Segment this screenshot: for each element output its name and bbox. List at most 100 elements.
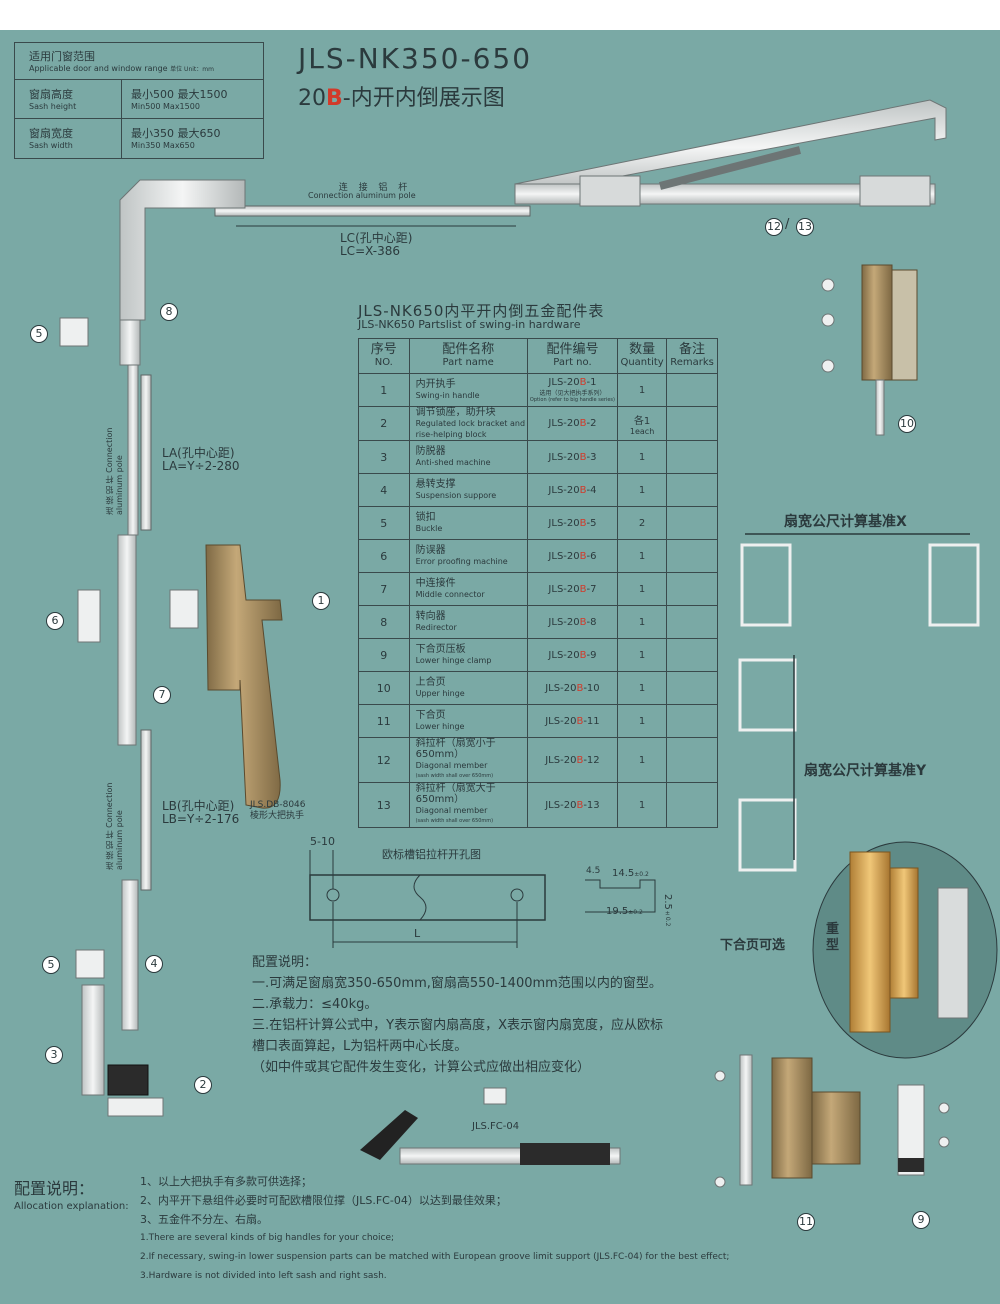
- callout-5-upper: 5: [30, 325, 48, 343]
- part-number: JLS-20B-8: [526, 605, 619, 639]
- allocation-en-1: 1.There are several kinds of big handles…: [140, 1233, 395, 1243]
- la-label: LA(孔中心距) LA=Y÷2-280: [162, 447, 239, 473]
- profile-sections: [738, 533, 980, 872]
- height-label-cn: 窗扇高度: [29, 88, 73, 101]
- callout-11: 11: [797, 1213, 815, 1231]
- part-number: JLS-20B-11: [526, 704, 619, 738]
- error-proofing-machine: [77, 589, 101, 643]
- part-no: 2: [358, 406, 410, 441]
- suspension-support: [121, 879, 139, 1031]
- part-remarks: [666, 605, 718, 639]
- la-pole-label: 连 接 铝 杆 Connection aluminum pole: [105, 427, 124, 515]
- part-remarks: [666, 473, 718, 507]
- diagonal-arm: [514, 99, 947, 207]
- la-name: LA(孔中心距): [162, 446, 235, 460]
- groove-title: 欧标槽铝拉杆开孔图: [382, 848, 481, 861]
- config-line-2: 二.承载力：≤40kg。: [252, 997, 378, 1012]
- y-basis-label: 扇宽公尺计算基准Y: [804, 760, 927, 780]
- part-number: JLS-20B-5: [526, 506, 619, 540]
- upper-hinge-drawing: [821, 264, 918, 436]
- part-name: 斜拉杆（扇宽大于650mm）Diagonal member(sash width…: [408, 782, 528, 828]
- part-quantity: 1: [617, 782, 668, 828]
- part-remarks: [666, 406, 718, 441]
- groove-dim-4-5: 4.5: [586, 866, 601, 876]
- groove-dim-14-5: 14.5±0.2: [612, 868, 649, 879]
- callout-6: 6: [46, 612, 64, 630]
- handle-label: JLS.DB-8046 棱形大把执手: [250, 800, 306, 822]
- subtitle-suffix: -内开内倒展示图: [342, 86, 505, 111]
- config-line-1: 一.可满足窗扇宽350-650mm,窗扇高550-1400mm范围以内的窗型。: [252, 976, 662, 991]
- parts-table-title-en: JLS-NK650 Partslist of swing-in hardware: [358, 318, 581, 331]
- range-unit: 单位 Unit：mm: [170, 66, 214, 73]
- subtitle-red: B: [326, 86, 343, 111]
- handle-desc: 棱形大把执手: [250, 811, 305, 821]
- lower-hinge-drawing: [714, 1054, 861, 1188]
- allocation-en-3: 3.Hardware is not divided into left sash…: [140, 1271, 387, 1281]
- part-quantity: 1: [617, 605, 668, 639]
- config-notes: 配置说明： 一.可满足窗扇宽350-650mm,窗扇高550-1400mm范围以…: [252, 952, 663, 1078]
- part-remarks: [666, 373, 718, 407]
- la-connection-pole: [140, 374, 152, 531]
- height-value-cn: 最小500 最大1500: [131, 88, 228, 101]
- width-value-en: Min350 Max650: [131, 141, 195, 150]
- part-no: 8: [358, 605, 410, 639]
- callout-1: 1: [312, 592, 330, 610]
- top-pole-label-cn: 连 接 铝 杆: [338, 183, 412, 193]
- handle-model: JLS.DB-8046: [250, 800, 306, 810]
- limiter-drawing: [360, 1087, 621, 1165]
- top-pole-label-en: Connection aluminum pole: [308, 191, 416, 200]
- allocation-en-lines: 1.There are several kinds of big handles…: [140, 1229, 729, 1286]
- lb-name: LB(孔中心距): [162, 799, 235, 813]
- allocation-heading-cn: 配置说明：: [14, 1179, 95, 1198]
- range-row-width: 窗扇宽度 Sash width 最小350 最大650 Min350 Max65…: [15, 118, 263, 159]
- height-value-en: Min500 Max1500: [131, 102, 200, 111]
- height-label-en: Sash height: [29, 102, 77, 111]
- range-row-height: 窗扇高度 Sash height 最小500 最大1500 Min500 Max…: [15, 79, 263, 118]
- width-label-cn: 窗扇宽度: [29, 127, 73, 140]
- part-number: JLS-20B-12: [526, 737, 619, 783]
- callout-12: 12: [765, 218, 783, 236]
- anti-shed-machine: [81, 984, 105, 1096]
- groove-dim-l: L: [414, 927, 421, 940]
- part-remarks: [666, 671, 718, 705]
- part-number: JLS-20B-4: [526, 473, 619, 507]
- callout-slash: /: [785, 217, 790, 232]
- callout-4: 4: [145, 955, 163, 973]
- top-connection-pole: [214, 205, 531, 217]
- allocation-cn-1: 1、以上大把执手有多款可供选择；: [140, 1175, 312, 1188]
- range-header-en: Applicable door and window range: [29, 64, 168, 73]
- allocation-cn-3: 3、五金件不分左、右扇。: [140, 1213, 268, 1226]
- part-no: 3: [358, 440, 410, 474]
- middle-connector: [117, 534, 137, 746]
- config-line-3: 三.在铝杆计算公式中，Y表示窗内扇高度，X表示窗内扇宽度，应从欧标: [252, 1018, 663, 1033]
- corner-redirector: [119, 179, 246, 366]
- allocation-cn-2: 2、内平开下悬组件必要时可配欧槽限位撑（JLS.FC-04）以达到最佳效果；: [140, 1194, 507, 1207]
- part-quantity: 1: [617, 572, 668, 606]
- part-number: JLS-20B-10: [526, 671, 619, 705]
- part-number: JLS-20B-13: [526, 782, 619, 828]
- part-number: JLS-20B-6: [526, 539, 619, 573]
- callout-3: 3: [45, 1046, 63, 1064]
- part-quantity: 1: [617, 704, 668, 738]
- groove-dim-19-5: 19.5±0.2: [606, 906, 643, 917]
- part-quantity: 1: [617, 737, 668, 783]
